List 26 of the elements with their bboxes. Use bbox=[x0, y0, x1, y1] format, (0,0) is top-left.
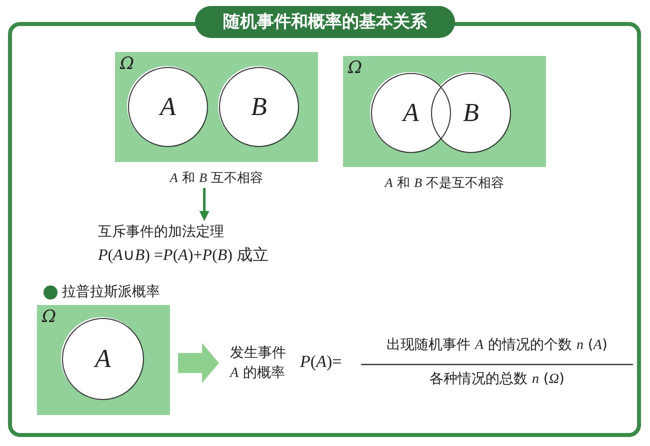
formula-text: P(A∪B) =P(A)+P(B) 成立 bbox=[98, 246, 270, 266]
denominator-text: 各种情况的总数 n (Ω) bbox=[428, 370, 566, 388]
sample-space-box bbox=[37, 305, 170, 415]
omega-label: Ω bbox=[120, 54, 134, 74]
event-circle bbox=[219, 67, 299, 147]
event-circle bbox=[128, 67, 208, 147]
note-text: 互斥事件的加法定理 bbox=[98, 223, 225, 242]
node-label: A 和 B 不是互不相容 bbox=[383, 174, 506, 192]
numerator-text: 出现随机事件 A 的情况的个数 n (A) bbox=[386, 336, 608, 354]
event-circle bbox=[431, 73, 511, 153]
event-label: A bbox=[92, 344, 112, 374]
title-banner: 随机事件和概率的基本关系 bbox=[195, 6, 455, 38]
event-label: B bbox=[462, 98, 480, 128]
event-circle bbox=[371, 73, 451, 153]
node-label: A 和 B 互不相容 bbox=[168, 169, 264, 187]
event-label: B bbox=[250, 92, 268, 122]
sample-space-box bbox=[343, 56, 546, 167]
omega-label: Ω bbox=[348, 58, 362, 78]
event-label: A bbox=[400, 98, 420, 128]
event-label: A bbox=[158, 92, 177, 122]
omega-label: Ω bbox=[42, 307, 56, 327]
formula-text: P(A)= bbox=[300, 352, 342, 372]
section-heading: 拉普拉斯派概率 bbox=[62, 283, 160, 301]
sample-space-box bbox=[115, 52, 318, 162]
note-text: 发生事件 A 的概率 bbox=[230, 344, 287, 384]
event-circle bbox=[62, 318, 144, 400]
